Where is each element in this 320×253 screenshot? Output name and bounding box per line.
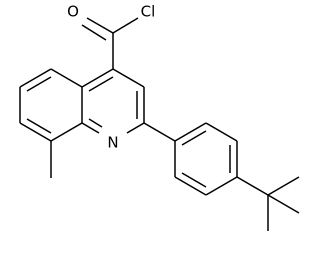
bond-phenyl-tbutyl [236,176,269,196]
chlorine-atom-label: Cl [141,3,156,21]
bond-phenyl-c5-c6-inner [181,172,207,188]
bond-c9-cl [112,17,139,34]
bond-c4-c3 [112,68,145,88]
nitrogen-atom-label: N [107,134,118,152]
bond-phenyl-c4-c5 [205,176,238,196]
bond-c5-c6 [19,68,52,88]
bond-phenyl-c5-c6 [174,176,207,196]
bond-c5-c6-inner [26,76,52,92]
bond-c4a-c4 [81,68,114,88]
bond-tbutyl-methyl-right [267,194,300,214]
atom-labels: O Cl N [67,3,155,152]
bond-n1-c8a-inner [88,118,103,128]
bond-phenyl-c1-c2 [174,122,207,142]
bond-c7-c8-inner [26,118,52,134]
bond-c7-c8 [19,122,52,142]
bond-c4a-c4-inner [88,76,114,92]
bond-c9-o-double-right [81,24,107,41]
bond-phenyl-c2-c3 [205,122,238,142]
oxygen-atom-label: O [67,3,79,21]
bond-c9-o-single-left [86,17,114,34]
bond-c4a-c5 [50,68,83,88]
bond-c8-c8a [50,122,83,142]
bond-tbutyl-methyl-top [267,176,300,196]
bond-n1-c8a [81,122,100,134]
bond-c2-phenyl [143,122,176,142]
bond-c2-n1 [126,122,145,134]
bond-phenyl-c1-c2-inner [181,130,207,146]
bond-lines [19,17,300,231]
